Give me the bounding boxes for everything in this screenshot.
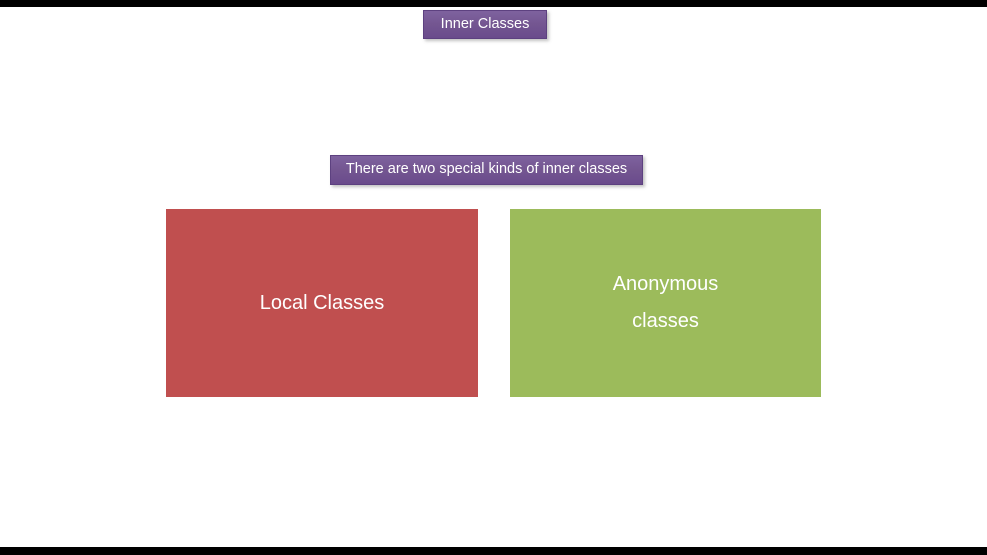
slide-subtitle-box: There are two special kinds of inner cla… [330,155,643,185]
category-label-anonymous-classes-line-2: classes [632,310,699,332]
slide-title-box: Inner Classes [423,10,547,39]
category-box-local-classes: Local Classes [166,209,478,397]
letterbox-top-bar [0,0,987,7]
category-label-anonymous-classes-line-1: Anonymous [612,273,719,295]
slide-title-text: Inner Classes [440,15,530,32]
category-box-anonymous-classes: Anonymous classes [510,209,821,397]
slide-subtitle-text: There are two special kinds of inner cla… [345,161,628,178]
category-label-local-classes-line-1: Local Classes [259,291,385,314]
letterbox-bottom-bar [0,547,987,555]
